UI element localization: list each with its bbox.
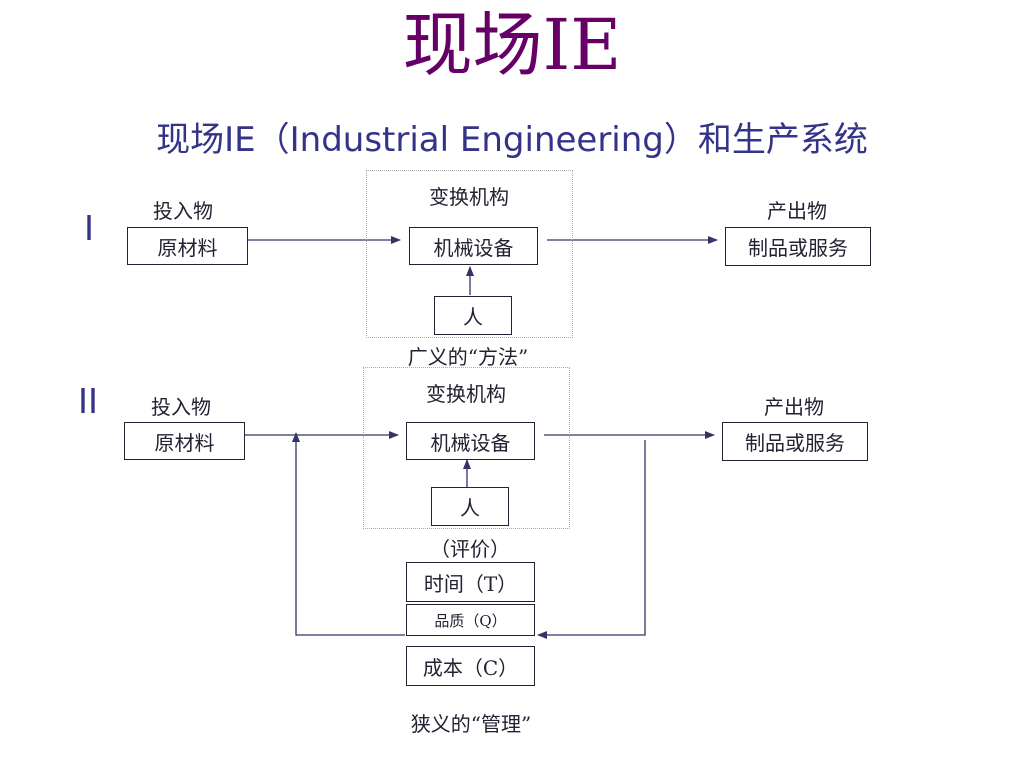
page-title: 现场IE xyxy=(402,4,622,86)
section2-input-label: 投入物 xyxy=(151,395,211,419)
section2-output-label: 产出物 xyxy=(764,395,824,419)
section2-transform-label: 变换机构 xyxy=(426,382,506,406)
section1-machine-box: 机械设备 xyxy=(409,227,538,265)
section2-output-box: 制品或服务 xyxy=(722,422,868,461)
section2-machine-box: 机械设备 xyxy=(406,422,535,460)
section2-caption: 狭义的“管理” xyxy=(410,712,532,736)
page-subtitle: 现场IE（Industrial Engineering）和生产系统 xyxy=(156,120,868,160)
section1-output-box: 制品或服务 xyxy=(725,227,871,266)
section1-numeral: I xyxy=(84,207,95,248)
arrow-s2-output-feedback xyxy=(537,440,646,639)
section2-input-box: 原材料 xyxy=(124,422,245,460)
section1-caption: 广义的“方法” xyxy=(407,345,529,369)
section2-cost-box: 成本（C） xyxy=(406,646,535,686)
section2-quality-box: 品质（Q） xyxy=(406,604,535,636)
section2-time-box: 时间（T） xyxy=(406,562,535,602)
arrow-s2-evaluation-feedback xyxy=(292,432,405,636)
section1-input-label: 投入物 xyxy=(153,199,213,223)
section1-transform-label: 变换机构 xyxy=(429,185,509,209)
section2-transform-frame xyxy=(363,367,570,529)
section2-numeral: II xyxy=(78,380,99,421)
section2-evaluation-label: （评价） xyxy=(430,537,510,561)
section1-input-box: 原材料 xyxy=(127,227,248,265)
section1-output-label: 产出物 xyxy=(767,199,827,223)
section1-transform-frame xyxy=(366,170,573,338)
section2-person-box: 人 xyxy=(431,487,509,526)
section1-person-box: 人 xyxy=(434,296,512,335)
